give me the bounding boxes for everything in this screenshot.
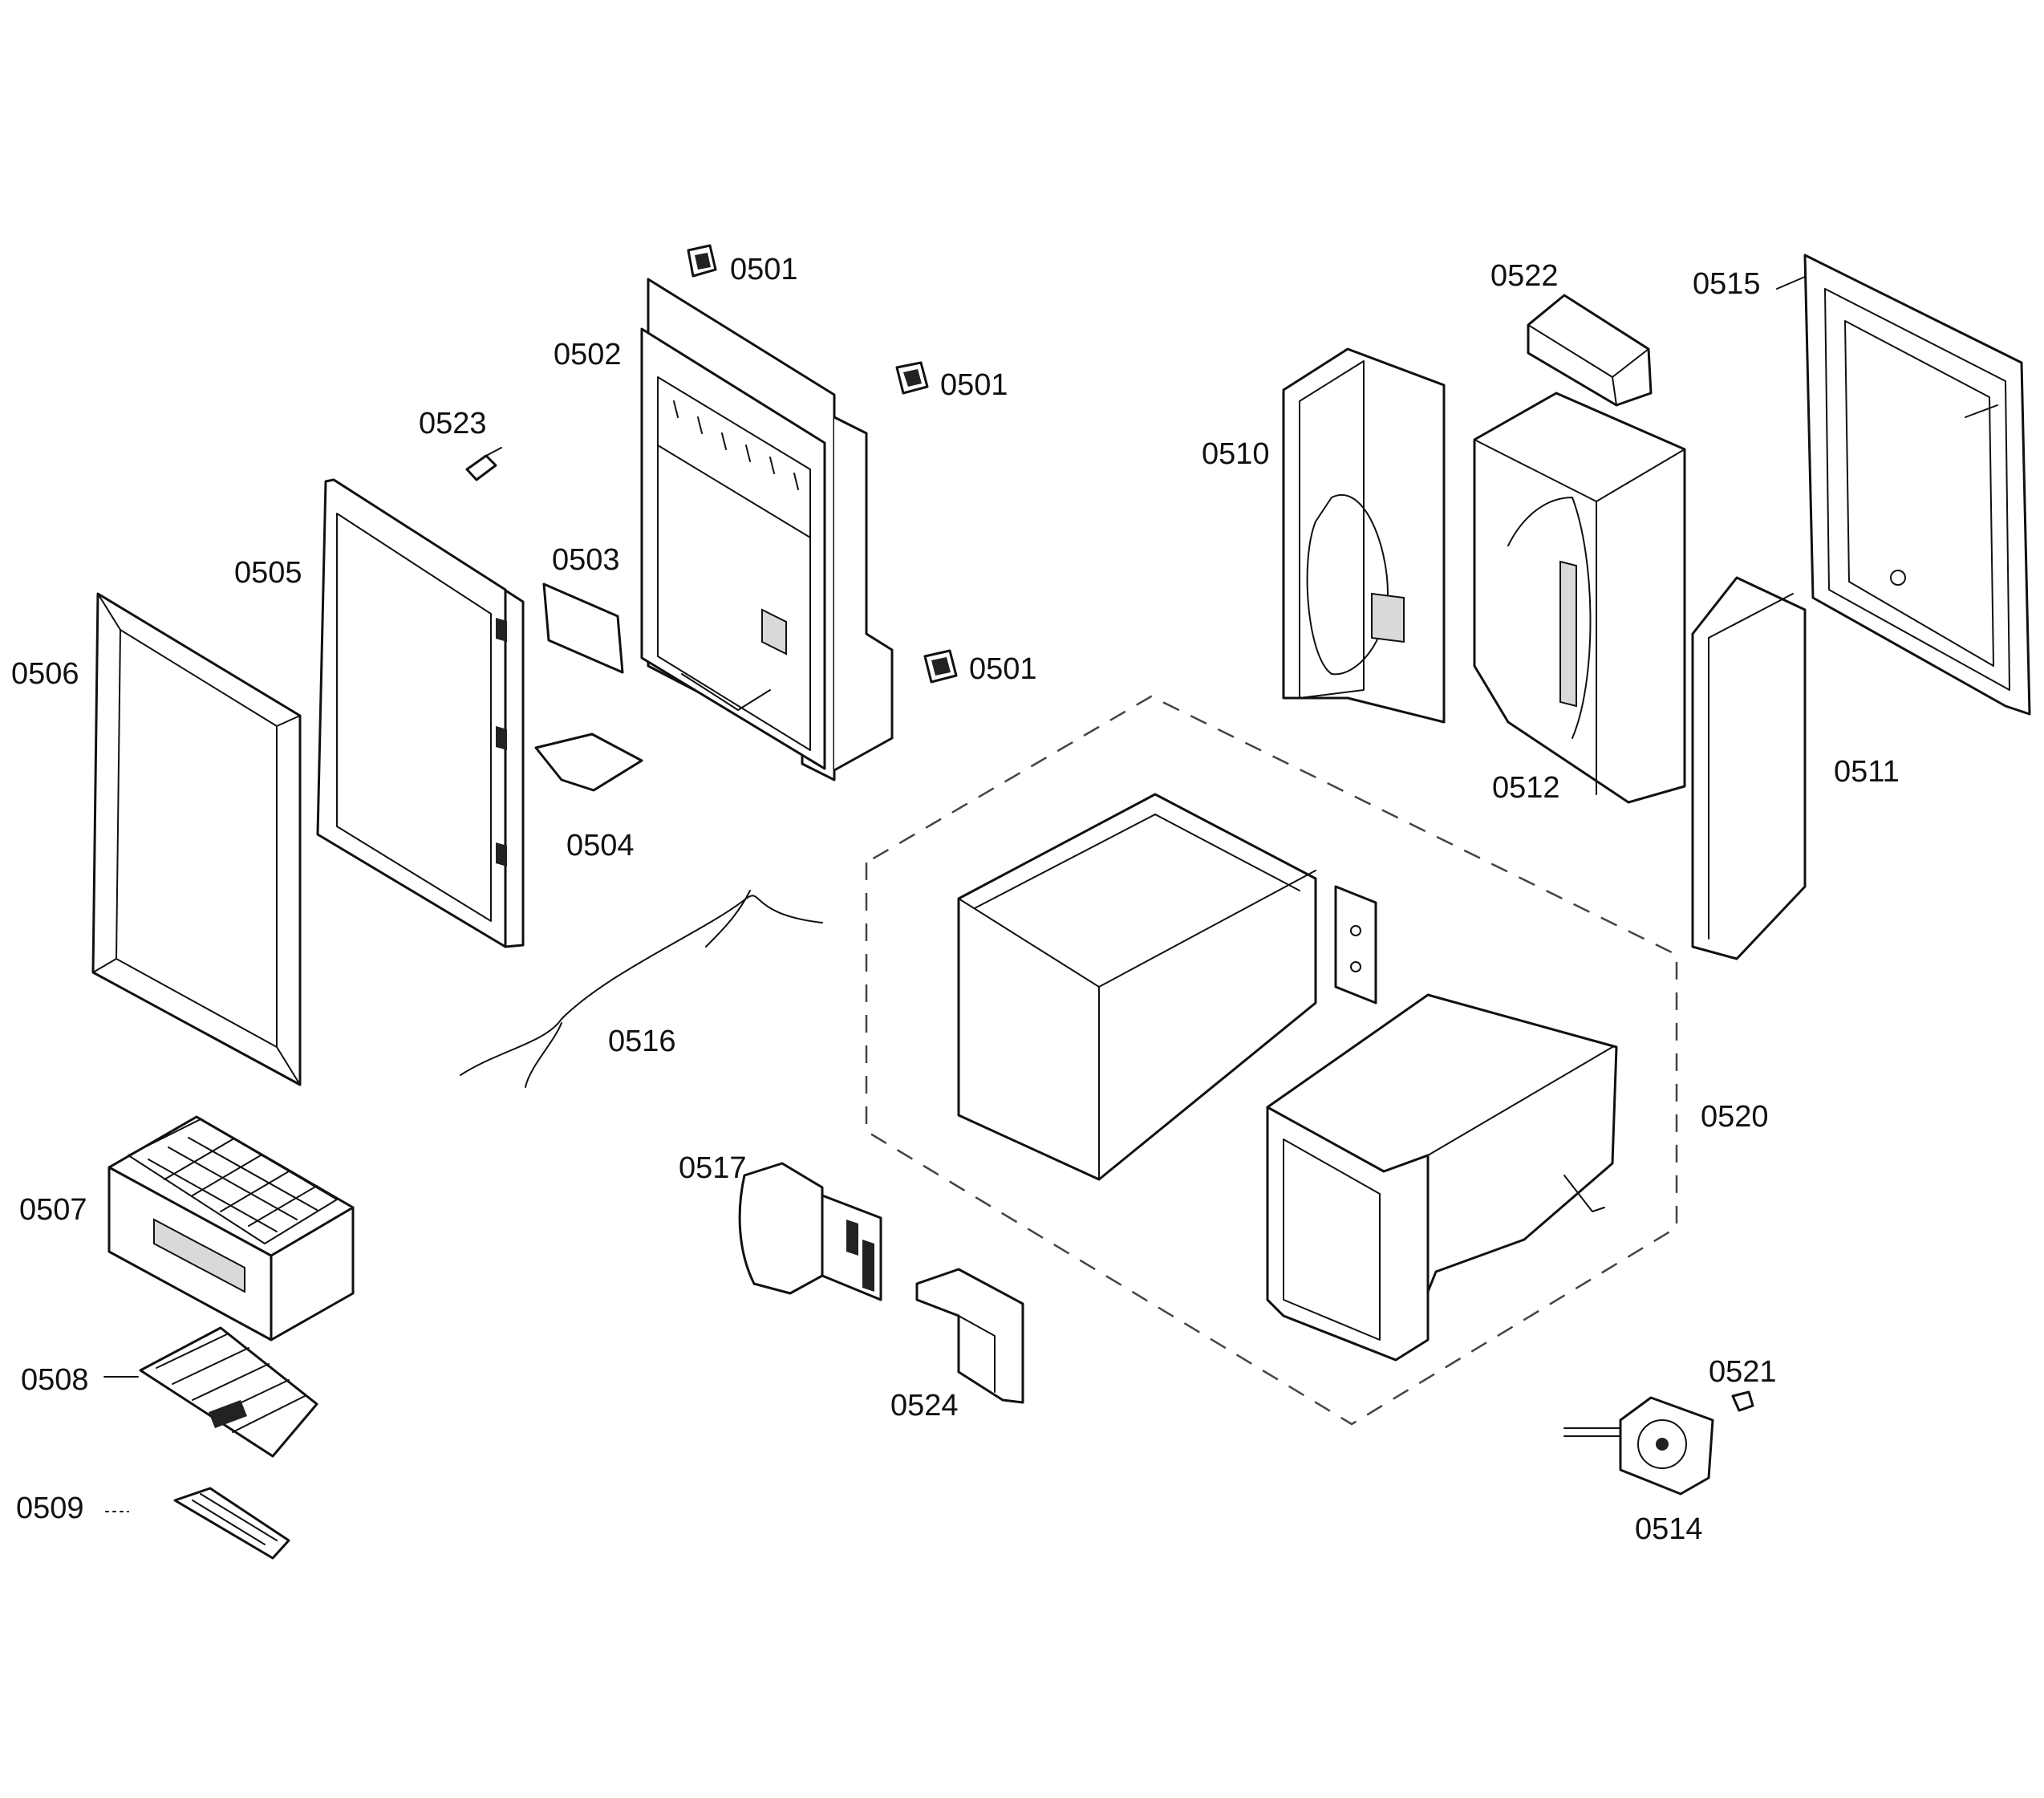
part-0520-frame bbox=[957, 793, 1377, 1181]
part-0514-fan bbox=[1563, 1396, 1714, 1496]
part-0505-frame bbox=[316, 478, 525, 948]
part-0512-duct bbox=[1473, 392, 1686, 804]
part-0517-motor bbox=[738, 1162, 882, 1301]
label-0523: 0523 bbox=[419, 407, 487, 440]
part-0516-tube bbox=[460, 890, 823, 1088]
part-0520-bin bbox=[1266, 993, 1618, 1362]
part-0503-plate bbox=[542, 582, 624, 674]
part-0504-plate bbox=[534, 733, 643, 792]
label-0502: 0502 bbox=[554, 338, 622, 371]
part-0501-clip-top bbox=[687, 244, 717, 278]
label-0517: 0517 bbox=[679, 1151, 747, 1185]
label-0515: 0515 bbox=[1693, 267, 1761, 301]
label-0508: 0508 bbox=[21, 1363, 89, 1397]
part-0502-dispenser-housing bbox=[640, 278, 894, 781]
label-0507: 0507 bbox=[19, 1193, 87, 1227]
part-0515-panel bbox=[1776, 254, 2031, 716]
label-0512: 0512 bbox=[1492, 771, 1560, 805]
label-0501-top: 0501 bbox=[730, 253, 798, 286]
label-0509: 0509 bbox=[16, 1492, 84, 1525]
part-0501-clip-mid bbox=[895, 361, 929, 395]
label-0516: 0516 bbox=[608, 1025, 676, 1058]
label-0514: 0514 bbox=[1635, 1512, 1703, 1546]
leader-lines bbox=[103, 1376, 139, 1512]
label-0501-mid: 0501 bbox=[940, 368, 1008, 402]
part-0501-clip-low bbox=[923, 649, 958, 684]
label-0522: 0522 bbox=[1490, 259, 1559, 293]
part-0507-tray bbox=[107, 1115, 355, 1341]
part-0506-frame bbox=[91, 592, 302, 1086]
assembly-outline-0520 bbox=[865, 695, 1678, 1426]
label-0511: 0511 bbox=[1834, 755, 1900, 789]
part-0522-cover bbox=[1527, 294, 1653, 407]
label-0506: 0506 bbox=[11, 657, 79, 691]
label-0503: 0503 bbox=[552, 543, 620, 577]
part-0510-duct bbox=[1282, 347, 1446, 724]
part-0508-grille bbox=[139, 1326, 318, 1458]
part-0524-bracket bbox=[915, 1268, 1024, 1404]
label-0505: 0505 bbox=[234, 556, 302, 590]
label-0510: 0510 bbox=[1202, 437, 1270, 471]
label-0524: 0524 bbox=[890, 1389, 959, 1423]
label-0504: 0504 bbox=[566, 829, 635, 862]
callout-labels: 0501 0501 0501 0502 0503 0504 0505 0506 … bbox=[11, 253, 1900, 1546]
part-0511-panel bbox=[1691, 576, 1807, 960]
label-0501-low: 0501 bbox=[969, 652, 1037, 686]
part-0509-strip bbox=[173, 1487, 290, 1560]
part-0521-screw bbox=[1731, 1390, 1754, 1412]
label-0520: 0520 bbox=[1701, 1100, 1769, 1134]
label-0521: 0521 bbox=[1709, 1355, 1777, 1389]
part-0523-bulb bbox=[465, 447, 502, 481]
